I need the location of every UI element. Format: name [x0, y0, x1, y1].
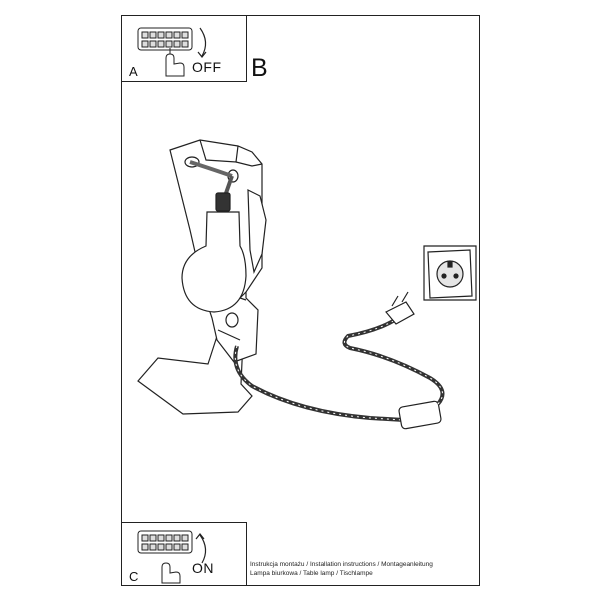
instruction-sheet: [121, 15, 480, 586]
switch-on-label: ON: [192, 560, 214, 576]
panel-c: C ON: [121, 522, 247, 586]
caption-line-2: Lampa biurkowa / Table lamp / Tischlampe: [250, 569, 373, 577]
rotate-arrow-icon: [195, 533, 207, 564]
plug-icon: [385, 291, 415, 325]
cord-switch-icon: [137, 27, 193, 51]
switch-off-illustration: [137, 27, 207, 77]
panel-a-letter: A: [129, 64, 138, 79]
caption-line-1: Instrukcja montażu / Installation instru…: [250, 561, 433, 568]
caption: Instrukcja montażu / Installation instru…: [250, 561, 433, 578]
step-letter: B: [251, 54, 268, 82]
cord-switch-icon: [137, 530, 193, 554]
rotate-arrow-icon: [197, 27, 207, 58]
panel-a: A OFF: [121, 15, 247, 82]
hand-press-icon: [165, 48, 185, 77]
bulb-icon: [181, 192, 247, 313]
inline-switch: [398, 400, 442, 430]
switch-on-illustration: [137, 530, 207, 584]
lamp-base: [137, 329, 253, 415]
switch-off-label: OFF: [192, 59, 222, 75]
panel-c-letter: C: [129, 569, 139, 584]
wall-socket-icon: [423, 245, 477, 301]
hand-press-icon: [161, 562, 181, 584]
